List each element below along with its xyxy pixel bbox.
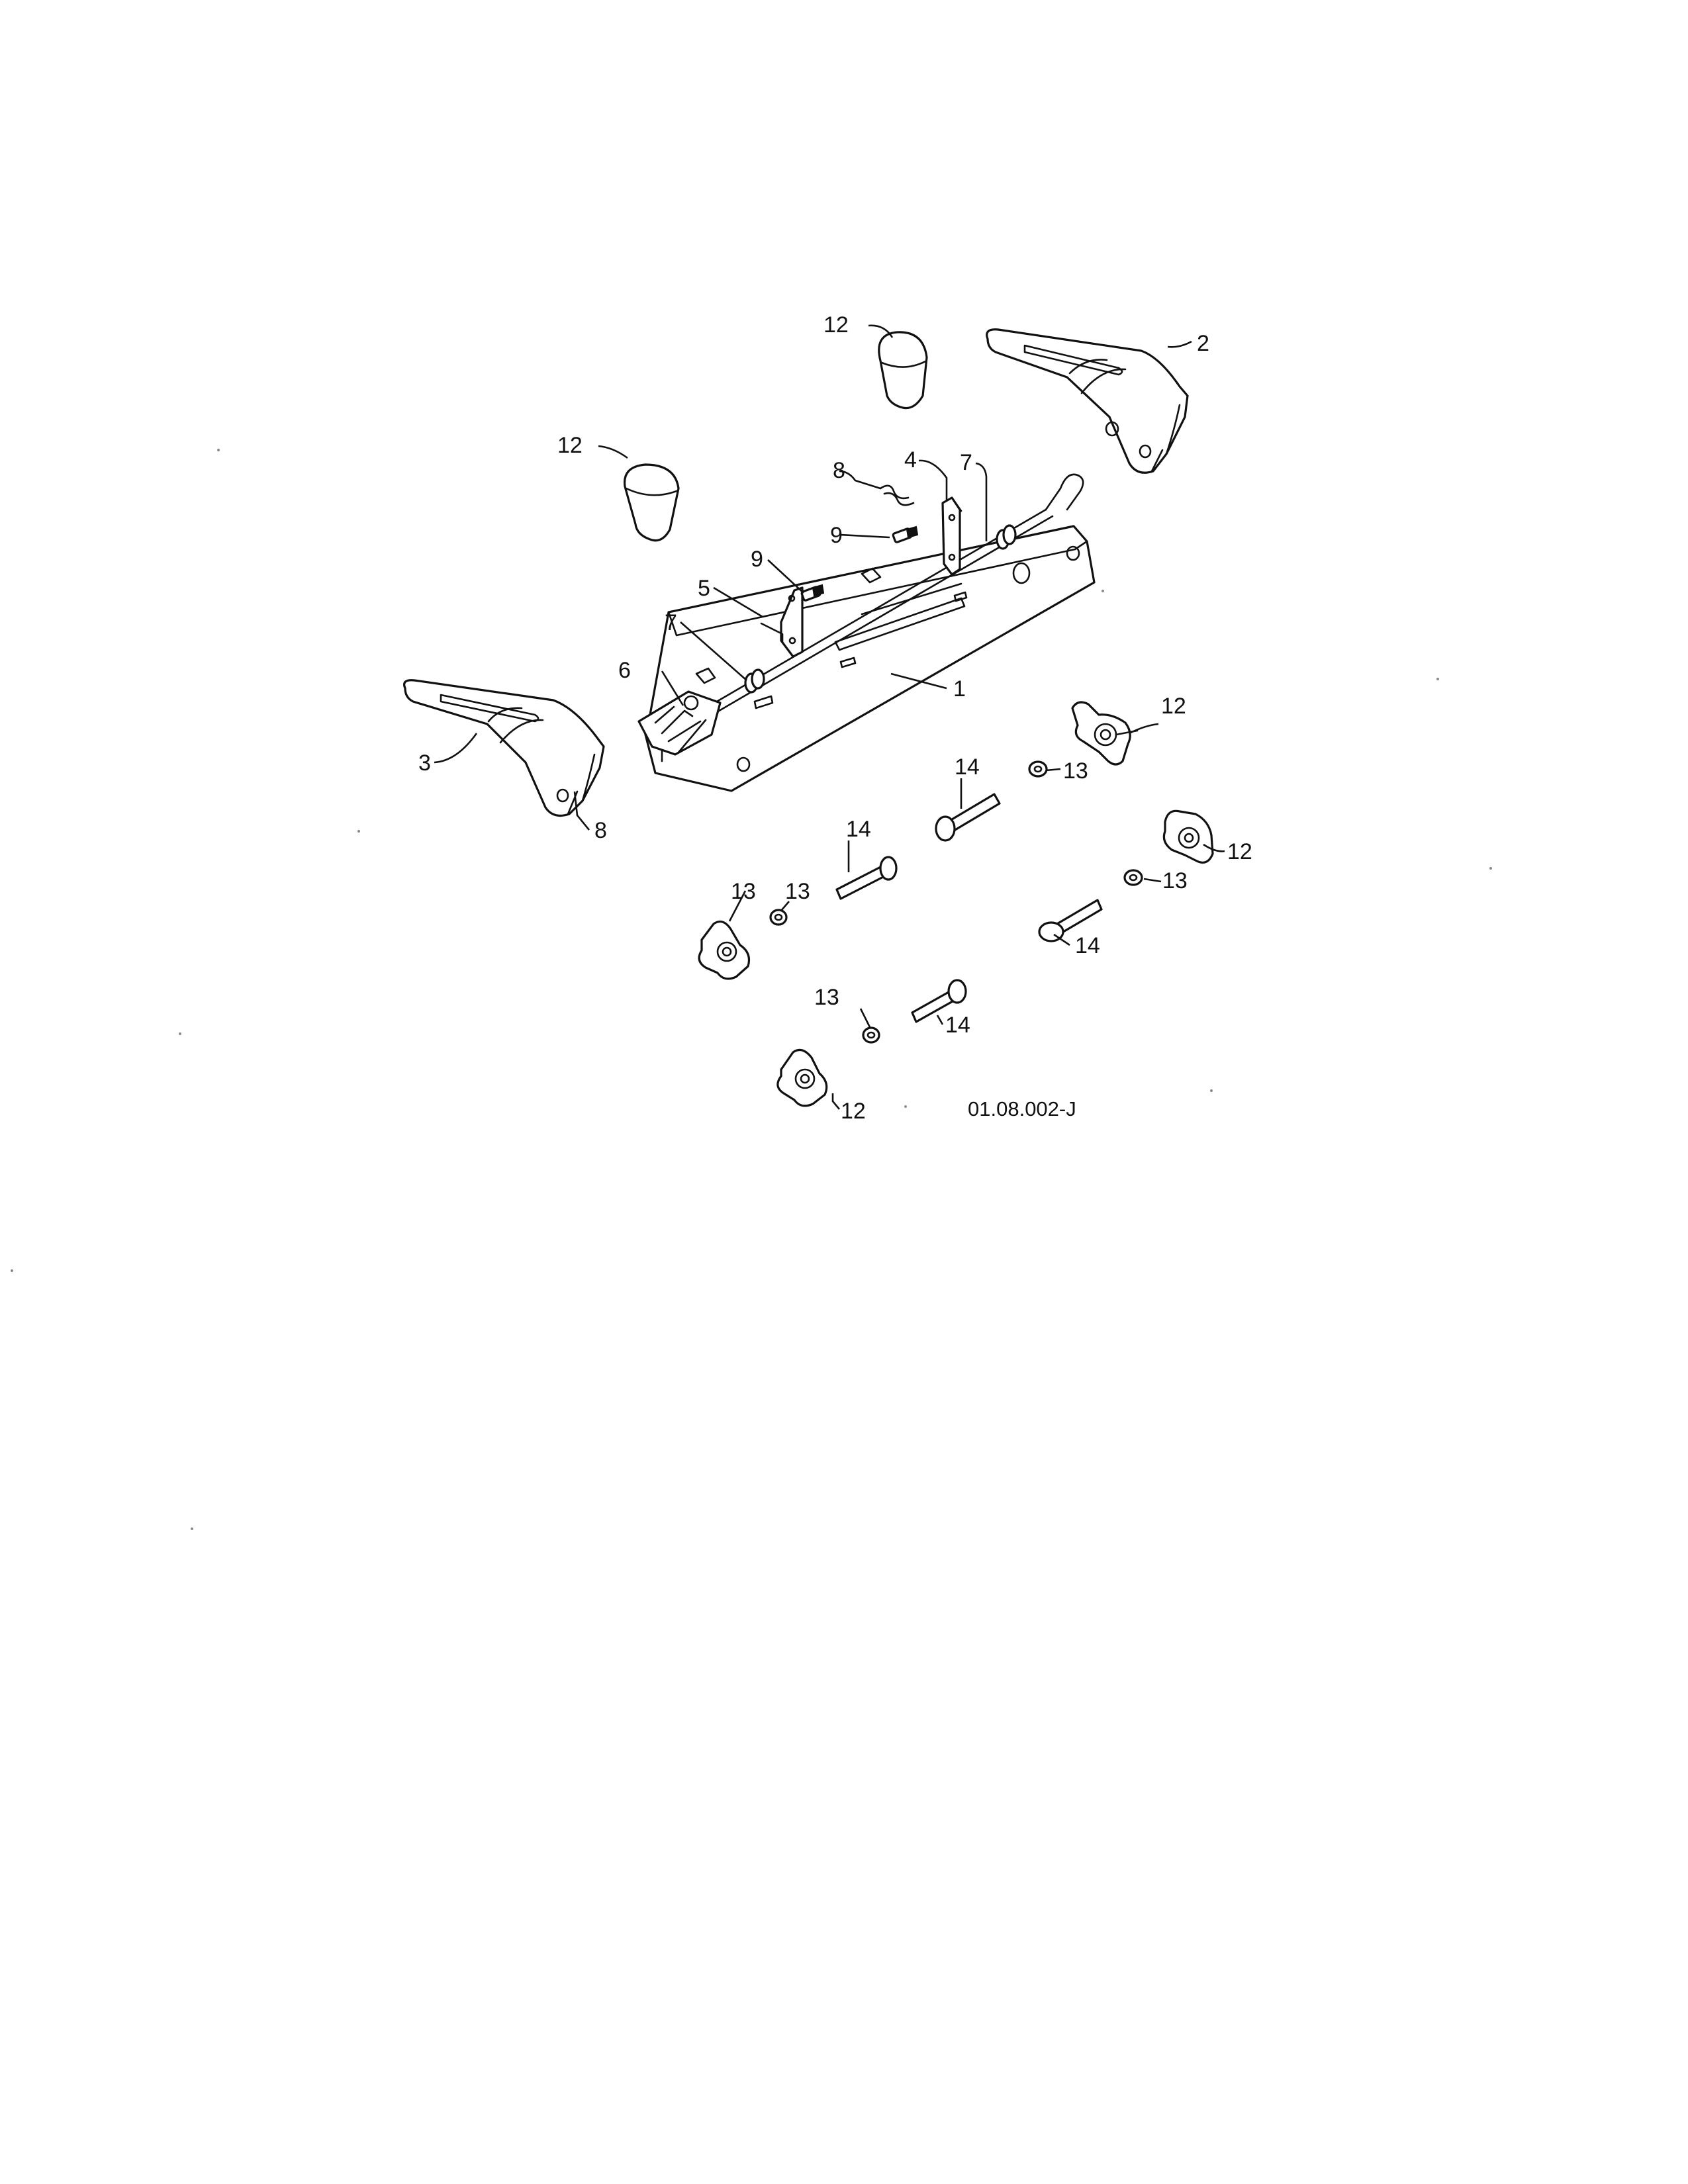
callout-9-upper: 9 [830, 523, 843, 548]
callout-7-upper: 7 [960, 450, 972, 475]
part-9-bolt-lower [800, 584, 825, 602]
part-10-knob [878, 331, 928, 410]
part-11-knob [624, 463, 680, 542]
callout-4: 4 [904, 447, 917, 473]
part-3-left-handle [403, 679, 605, 817]
callout-13-c: 13 [785, 879, 810, 904]
part-2-right-handle [986, 328, 1189, 474]
callout-8-lower: 8 [594, 818, 607, 843]
part-14-carriage-bolt-d [911, 979, 967, 1023]
callout-7-lower: 7 [665, 610, 677, 635]
part-13-washers [769, 760, 1143, 1044]
part-9-bolt-upper [892, 525, 919, 543]
leader-lines [434, 324, 1225, 1110]
callout-2: 2 [1197, 331, 1209, 356]
callout-5: 5 [698, 576, 710, 601]
clip-tabs [695, 567, 882, 684]
figure-id: 01.08.002-J [968, 1097, 1076, 1120]
part-12-star-knob-c [698, 920, 751, 980]
callout-12-d: 12 [841, 1099, 866, 1124]
callout-13-a: 13 [1063, 758, 1088, 784]
callout-12-a: 12 [1161, 694, 1186, 719]
callout-11: 12 [557, 433, 583, 458]
callout-8-upper: 8 [833, 458, 845, 483]
callout-14-c: 14 [1075, 933, 1100, 958]
callout-14-b: 14 [846, 817, 871, 842]
part-6-end-bracket [637, 690, 722, 756]
part-14-carriage-bolt-a [935, 793, 1001, 842]
callout-3: 3 [418, 751, 431, 776]
part-12-star-knob-d [776, 1048, 828, 1107]
callout-13-d: 13 [814, 985, 839, 1010]
callout-9-lower: 9 [751, 547, 763, 572]
callout-14-d: 14 [945, 1013, 970, 1038]
callout-12-c: 13 [731, 879, 756, 904]
scan-specks [11, 449, 1492, 1530]
callout-6: 6 [618, 658, 631, 683]
part-5-bracket [760, 586, 804, 658]
part-14-carriage-bolt-c [1038, 899, 1103, 942]
part-12-star-knob-a [1071, 701, 1139, 766]
callout-12-b: 12 [1227, 839, 1252, 864]
callout-10: 12 [823, 312, 849, 338]
callout-14-a: 14 [955, 754, 980, 780]
part-4-bracket [941, 496, 962, 576]
part-1-main-bracket [644, 525, 1096, 792]
part-8-hairpin-clip [879, 484, 915, 506]
callout-labels: 12 2 12 8 4 7 9 9 5 7 6 1 12 3 14 13 8 1… [418, 312, 1252, 1124]
callout-13-b: 13 [1162, 868, 1188, 893]
callout-1: 1 [953, 676, 966, 702]
part-14-carriage-bolt-b [835, 856, 898, 900]
rod-assembly [687, 473, 1084, 725]
part-12-star-knob-b [1162, 809, 1214, 864]
